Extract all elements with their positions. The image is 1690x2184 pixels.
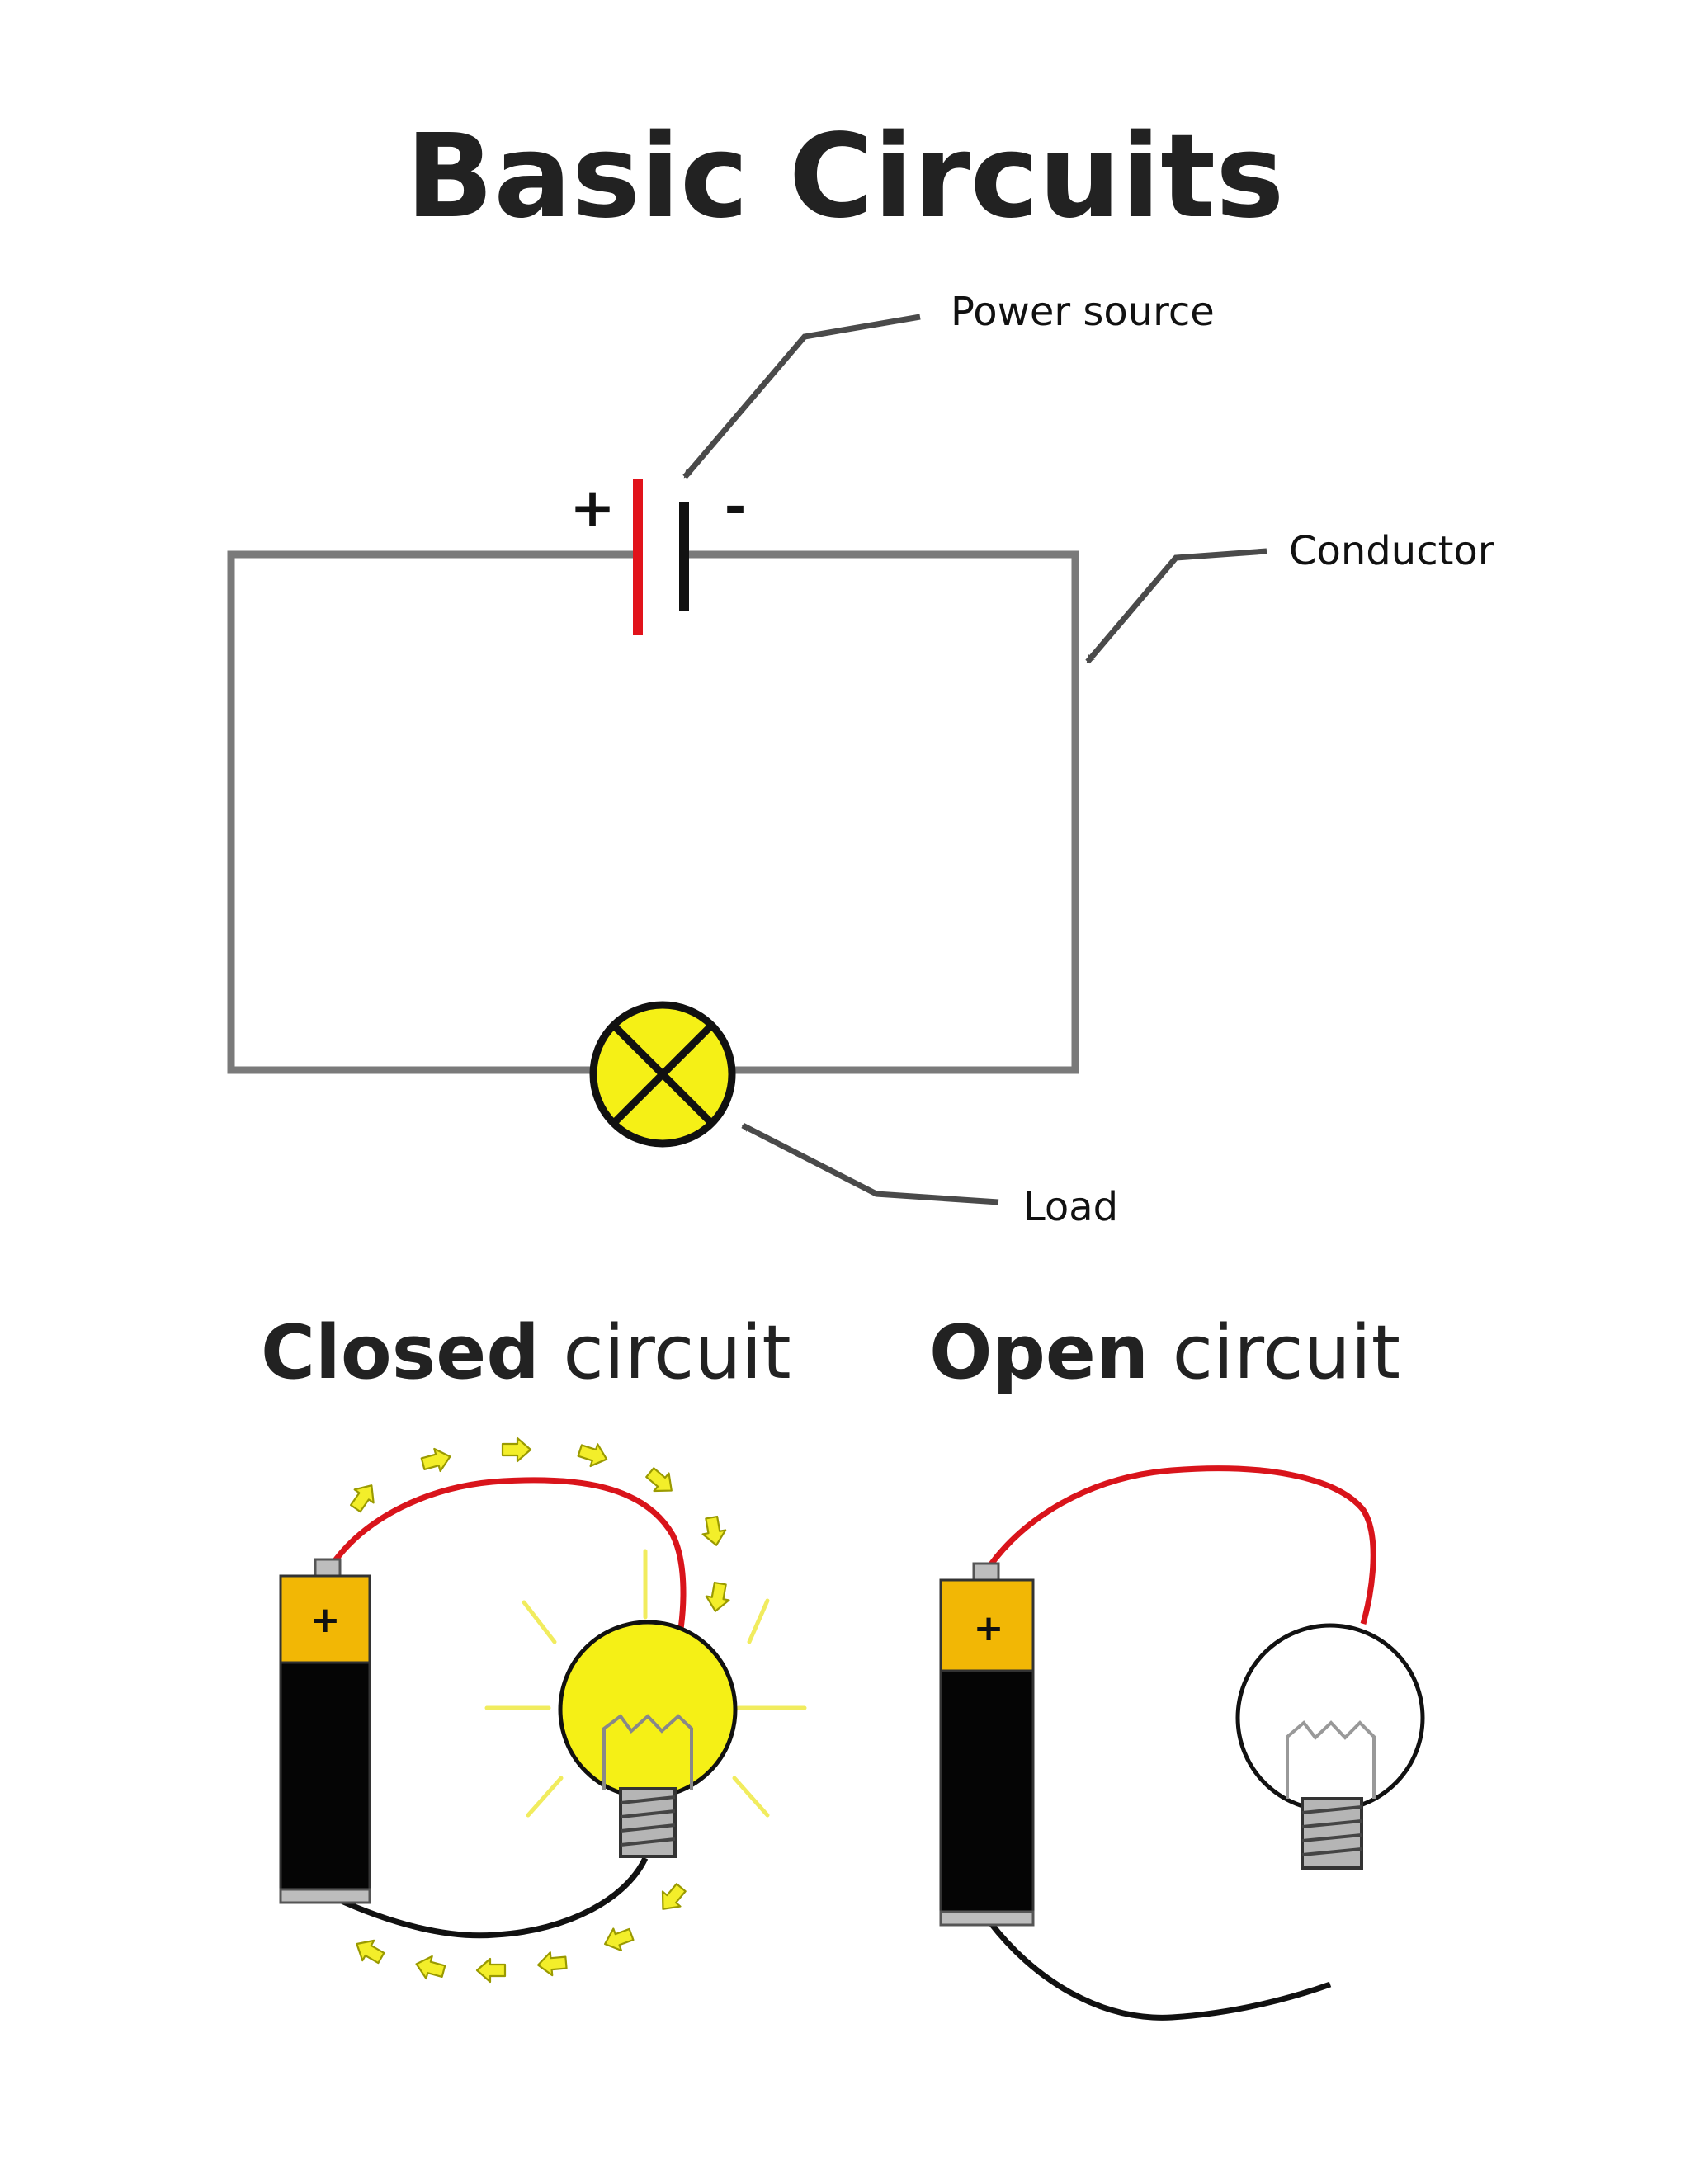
lit-bulb — [558, 1620, 738, 1858]
closed-black-wire — [333, 1856, 649, 1939]
unlit-bulb — [1235, 1623, 1425, 1870]
open-red-wire — [986, 1465, 1376, 1625]
open-circuit-heading: Open circuit — [929, 1309, 1400, 1396]
power-source-callout: Power source — [682, 289, 1215, 479]
open-battery: + — [939, 1562, 1035, 1927]
closed-circuit-heading: Closed circuit — [261, 1309, 791, 1396]
closed-battery-plus: + — [310, 1599, 341, 1641]
page-title: Basic Circuits — [406, 110, 1285, 244]
open-circuit-illustration: Open circuit + — [929, 1309, 1425, 2021]
power-source-label: Power source — [951, 289, 1215, 335]
schematic-circuit: + - Power source Conductor Load — [227, 289, 1494, 1230]
closed-battery: + — [279, 1558, 371, 1904]
closed-circuit-word: circuit — [540, 1309, 791, 1396]
closed-circuit-illustration: Closed circuit + — [261, 1309, 807, 1984]
load-pointer — [741, 1122, 999, 1205]
light-rays — [484, 1549, 807, 1818]
open-word: Open — [929, 1309, 1149, 1396]
open-battery-plus: + — [974, 1607, 1004, 1649]
closed-red-wire — [328, 1477, 687, 1651]
load-callout: Load — [741, 1122, 1118, 1230]
open-black-wire — [988, 1920, 1332, 2021]
power-source-pointer — [682, 314, 921, 479]
battery-symbol: + - — [569, 476, 746, 635]
load-label: Load — [1023, 1184, 1118, 1230]
conductor-callout: Conductor — [1085, 528, 1494, 664]
plus-sign: + — [569, 476, 615, 540]
lamp-symbol — [589, 1001, 736, 1148]
open-circuit-word: circuit — [1149, 1309, 1400, 1396]
conductor-pointer — [1085, 548, 1268, 664]
conductor-label: Conductor — [1289, 528, 1494, 574]
minus-sign: - — [725, 477, 747, 538]
conductor-wire — [227, 550, 1079, 1074]
closed-word: Closed — [261, 1309, 540, 1396]
